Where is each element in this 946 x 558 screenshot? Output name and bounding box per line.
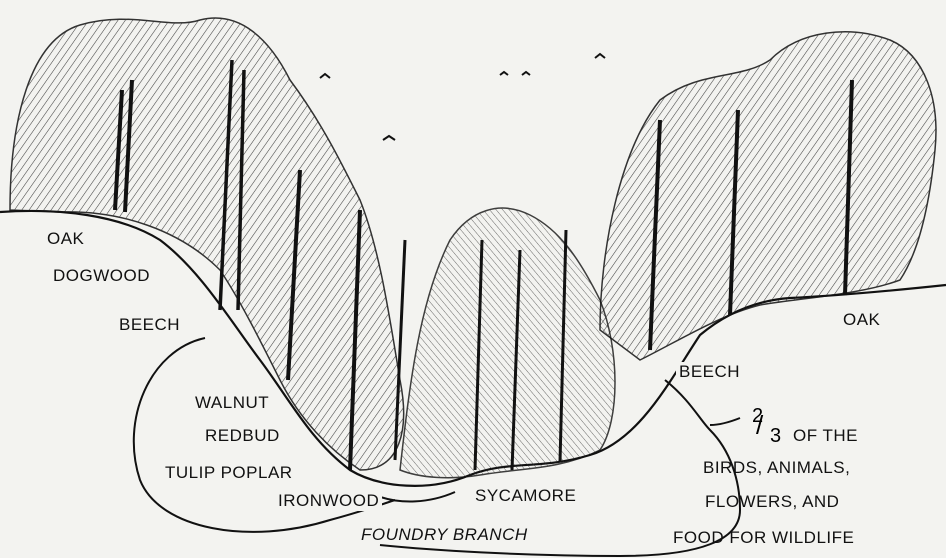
- label-foundry-branch: FOUNDRY BRANCH: [358, 525, 531, 545]
- fraction-denominator: 3: [770, 426, 781, 446]
- note-line-1: OF THE: [790, 426, 861, 446]
- label-oak-left: OAK: [44, 229, 87, 249]
- label-oak-right: OAK: [840, 310, 883, 330]
- label-walnut: WALNUT: [192, 393, 272, 413]
- valley-forest: [400, 208, 615, 478]
- stream-line: [375, 492, 455, 501]
- label-ironwood: IRONWOOD: [275, 491, 382, 511]
- label-tulip-poplar: TULIP POPLAR: [162, 463, 296, 483]
- fraction-slash: /: [756, 412, 763, 438]
- note-line-3: FLOWERS, AND: [702, 492, 842, 512]
- label-sycamore: SYCAMORE: [472, 486, 579, 506]
- right-forest: [600, 32, 936, 360]
- label-redbud: REDBUD: [202, 426, 283, 446]
- label-beech-left: BEECH: [116, 315, 183, 335]
- note-line-4: FOOD FOR WILDLIFE: [670, 528, 857, 548]
- birds: [320, 54, 605, 140]
- label-dogwood: DOGWOOD: [50, 266, 153, 286]
- label-beech-right: BEECH: [676, 362, 743, 382]
- wildlife-note: 2 / 3 OF THE BIRDS, ANIMALS, FLOWERS, AN…: [690, 400, 910, 558]
- note-line-2: BIRDS, ANIMALS,: [700, 458, 853, 478]
